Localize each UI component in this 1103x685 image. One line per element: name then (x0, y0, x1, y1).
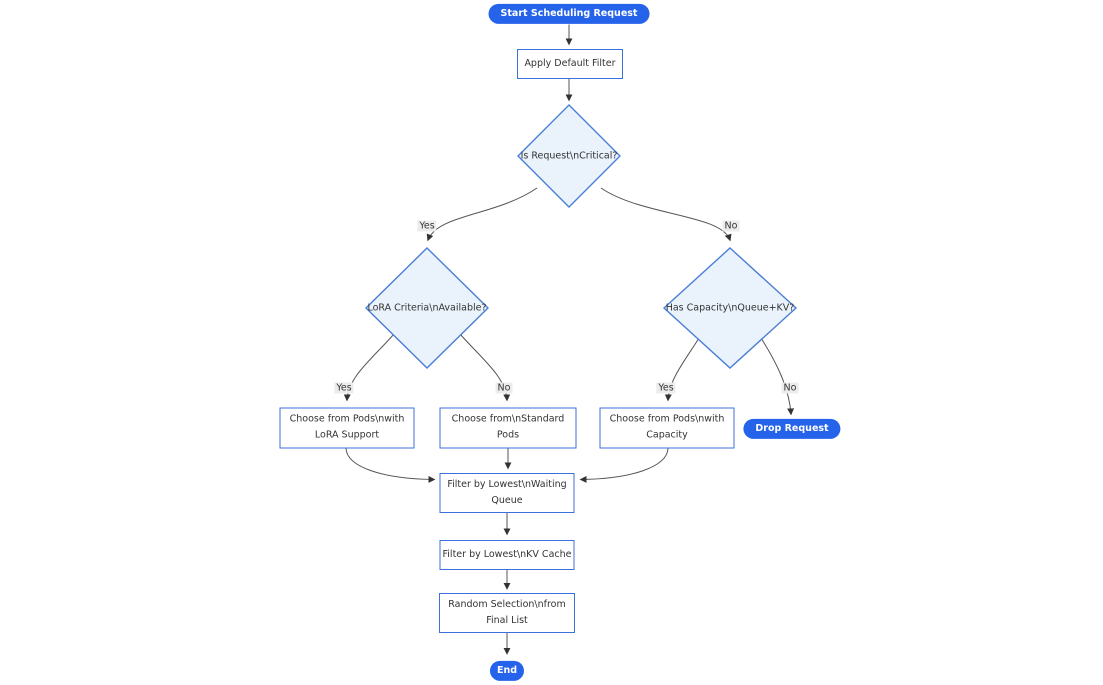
decision-is-critical-shape (517, 104, 621, 208)
edge-label-capacity-yes: Yes (656, 382, 676, 394)
edge-capacity-no (760, 337, 795, 416)
edge-capacity-pods-to-waiting-queue (579, 448, 669, 483)
edge-lora-pods-to-waiting-queue (345, 448, 436, 483)
node-lora-available-label: LoRA Criteria\nAvailable? (367, 302, 487, 314)
edge-is-critical-no (600, 187, 732, 242)
edge-label-critical-yes: Yes (417, 220, 437, 232)
node-end: End (489, 660, 525, 682)
node-choose-lora-pods: Choose from Pods\nwith LoRA Support (279, 407, 415, 448)
edge-label-lora-yes: Yes (334, 382, 354, 394)
node-filter-waiting-queue: Filter by Lowest\nWaiting Queue (439, 473, 575, 513)
node-choose-capacity-pods: Choose from Pods\nwith Capacity (599, 407, 735, 448)
decision-lora-available-shape (365, 247, 489, 369)
node-filter-kv-cache: Filter by Lowest\nKV Cache (439, 540, 575, 570)
node-random-selection: Random Selection\nfrom Final List (439, 593, 575, 633)
edge-capacity-yes (664, 337, 700, 402)
node-apply-default-filter: Apply Default Filter (517, 49, 623, 79)
node-choose-standard-pods: Choose from\nStandard Pods (439, 407, 577, 448)
node-start: Start Scheduling Request (488, 3, 650, 24)
decision-has-capacity-shape (662, 247, 798, 369)
edge-lora-yes (343, 333, 395, 402)
edge-label-lora-no: No (495, 382, 513, 394)
edge-label-critical-no: No (722, 220, 740, 232)
node-drop-request: Drop Request (743, 418, 841, 439)
node-is-critical-label: Is Request\nCritical? (520, 150, 618, 162)
edge-is-critical-yes (426, 187, 538, 242)
node-has-capacity-label: Has Capacity\nQueue+KV? (665, 302, 795, 314)
edge-label-capacity-no: No (781, 382, 799, 394)
